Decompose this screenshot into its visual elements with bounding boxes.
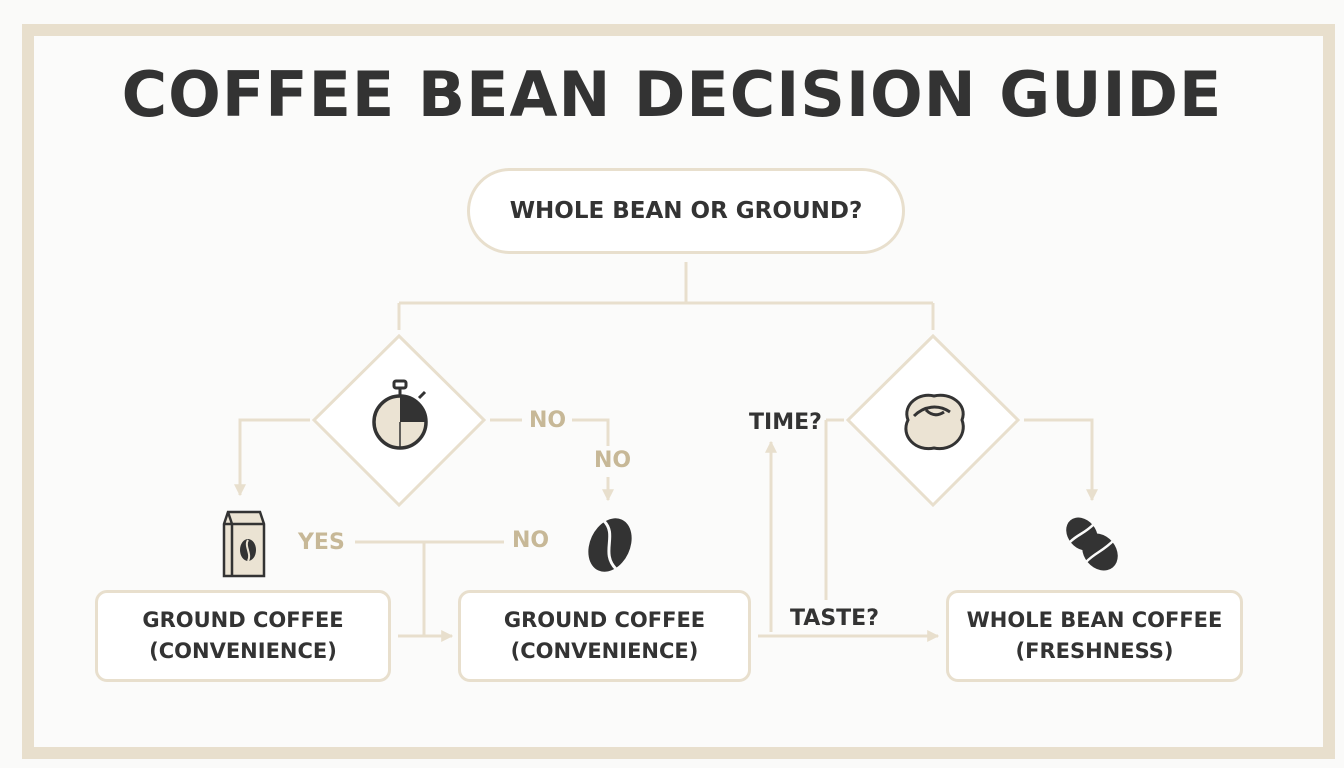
label-time: TIME? [749,410,822,435]
question-text: WHOLE BEAN OR GROUND? [509,197,863,224]
connector-right-down [1024,418,1098,502]
result-node-whole-bean: WHOLE BEAN COFFEE (FRESHNESS) [946,590,1243,682]
connector-left-down [234,418,310,497]
label-no-top: NO [529,408,567,433]
label-taste: TASTE? [790,606,879,631]
result-subtitle: (FRESHNESS) [1015,639,1174,663]
connector-split [397,262,935,330]
coffee-bean-icon [588,518,632,572]
coffee-beans-icon [1066,517,1118,571]
coffee-bag-icon [222,510,266,578]
connector-no-right-b [572,418,610,446]
label-no-mid: NO [512,528,550,553]
label-no-down: NO [594,448,632,473]
result-subtitle: (CONVENIENCE) [149,639,337,663]
result-title: GROUND COFFEE [503,608,706,632]
result-node-ground-middle: GROUND COFFEE (CONVENIENCE) [458,590,751,682]
result-title: GROUND COFFEE [142,608,344,632]
result-title: WHOLE BEAN COFFEE [966,608,1223,632]
stopwatch-icon [372,379,428,450]
result-subtitle: (CONVENIENCE) [510,639,699,663]
page-title: COFFEE BEAN DECISION GUIDE [121,58,1223,131]
coffee-bean-icon [904,393,965,451]
result-node-ground-left: GROUND COFFEE (CONVENIENCE) [95,590,391,682]
label-yes: YES [298,530,345,555]
question-node: WHOLE BEAN OR GROUND? [467,168,905,254]
